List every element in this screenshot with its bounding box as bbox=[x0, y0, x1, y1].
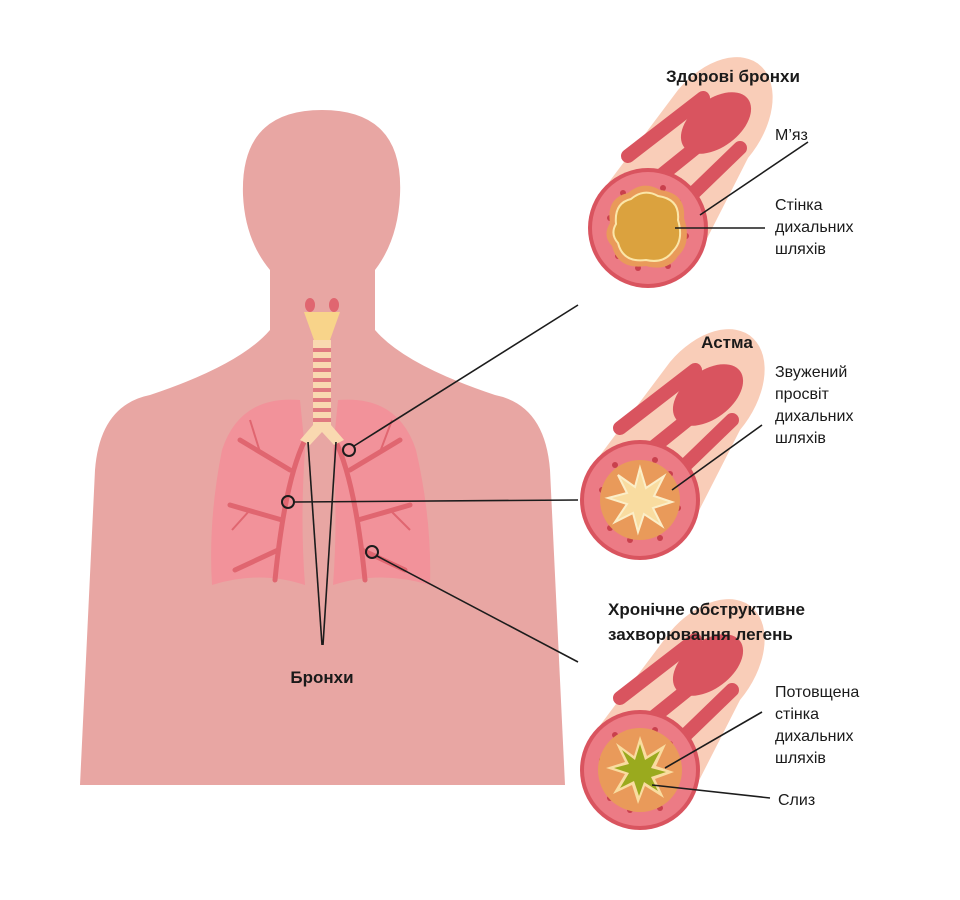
copd-title-1: Хронічне обструктивне bbox=[608, 600, 805, 619]
wall-label-3: шляхів bbox=[775, 241, 826, 258]
human-silhouette bbox=[80, 110, 565, 785]
bronchi-label: Бронхи bbox=[290, 668, 353, 687]
copd-title-2: захворювання легень bbox=[608, 625, 793, 644]
asthma-title: Астма bbox=[701, 333, 753, 352]
muscle-label: М’яз bbox=[775, 127, 808, 144]
lungs bbox=[211, 399, 431, 585]
wall-label-2: дихальних bbox=[775, 219, 853, 236]
healthy-bronchus bbox=[588, 57, 773, 288]
thickened-label-2: стінка bbox=[775, 706, 819, 723]
copd-bronchus bbox=[580, 599, 765, 830]
narrowed-label-2: просвіт bbox=[775, 386, 830, 403]
trachea bbox=[300, 298, 344, 445]
thickened-label-1: Потовщена bbox=[775, 684, 859, 701]
right-lung bbox=[333, 399, 431, 585]
asthma-bronchus bbox=[580, 329, 765, 560]
narrowed-label-1: Звужений bbox=[775, 364, 847, 381]
narrowed-label-4: шляхів bbox=[775, 430, 826, 447]
mucus-label: Слиз bbox=[778, 792, 815, 809]
pointer-lines bbox=[281, 304, 579, 663]
thickened-label-3: дихальних bbox=[775, 728, 853, 745]
healthy-title: Здорові бронхи bbox=[666, 67, 800, 86]
wall-label-1: Стінка bbox=[775, 197, 823, 214]
thickened-label-4: шляхів bbox=[775, 750, 826, 767]
narrowed-label-3: дихальних bbox=[775, 408, 853, 425]
